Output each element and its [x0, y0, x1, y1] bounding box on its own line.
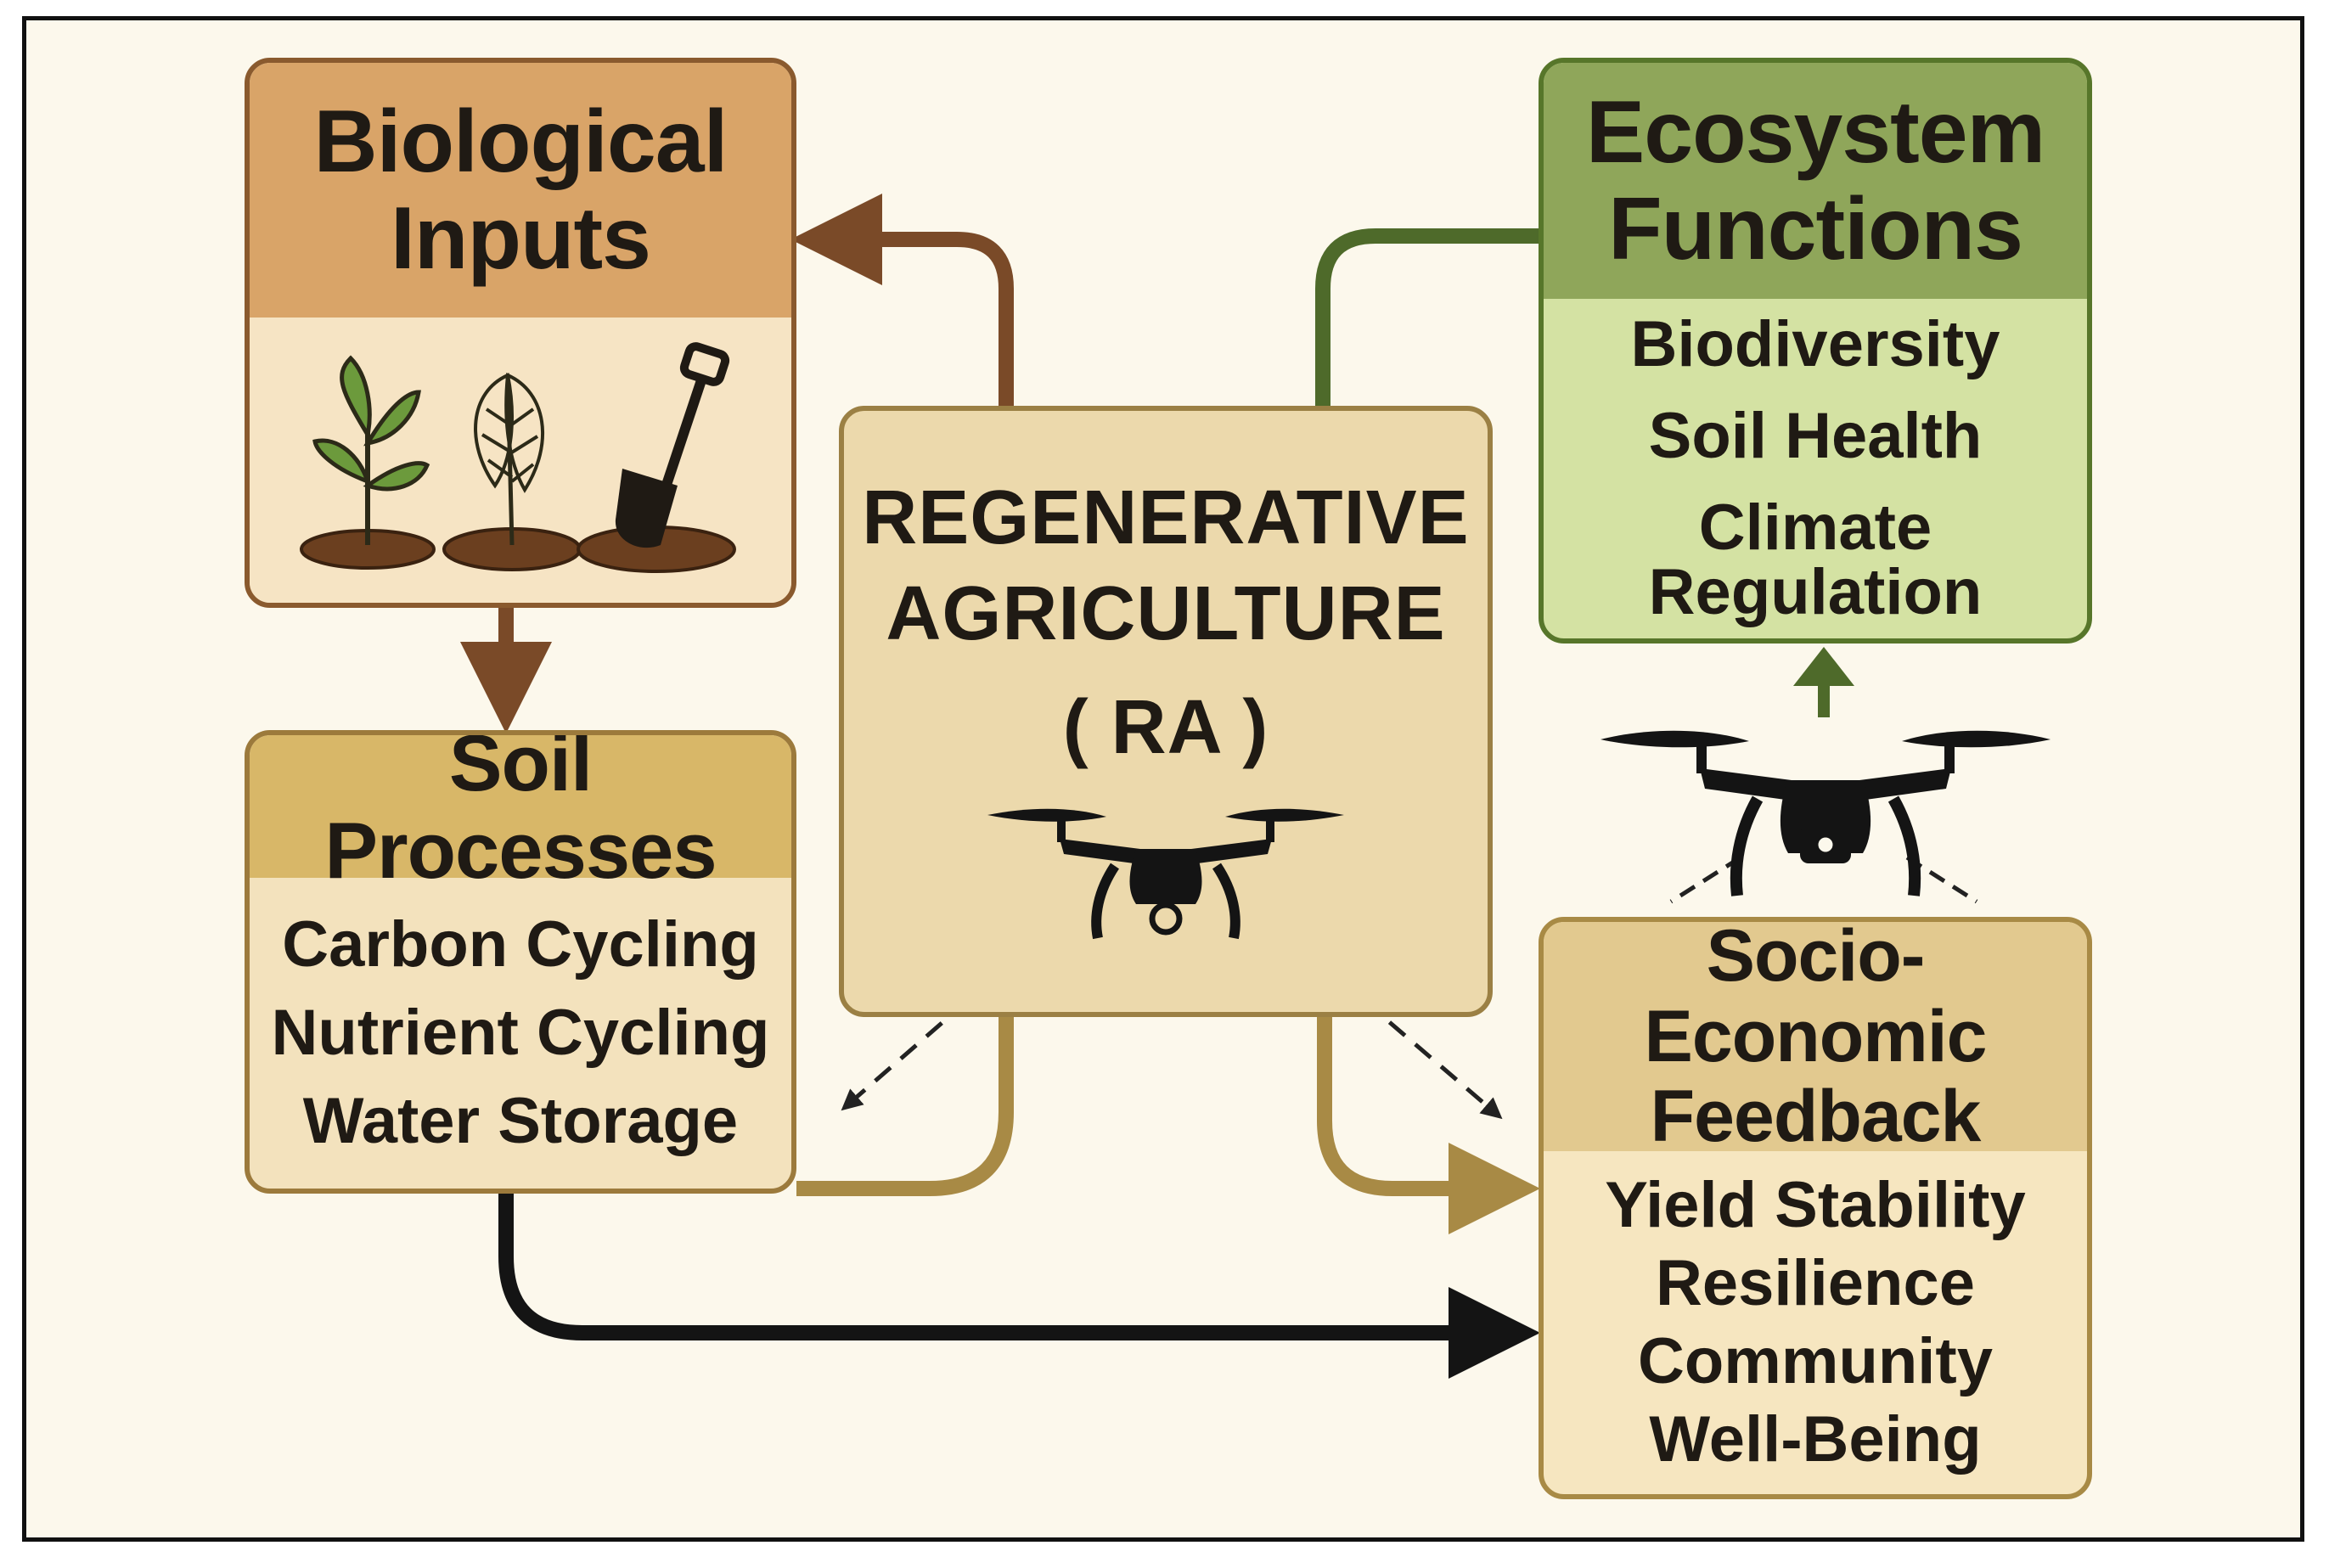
shovel-icon: [577, 342, 736, 573]
socio-economic-title-line2: Feedback: [1650, 1076, 1982, 1158]
arrowhead-drone-to-eco: [1793, 647, 1854, 686]
socio-economic-item: Yield Stability: [1605, 1169, 2026, 1241]
cover-crop-icon: [442, 373, 582, 571]
biological-inputs-icons: [300, 342, 736, 573]
arrow-soil-to-socio: [498, 1194, 1540, 1379]
socio-economic-body: Yield Stability Resilience Community Wel…: [1544, 1151, 2087, 1494]
ecosystem-function-item: Biodiversity: [1630, 308, 2000, 380]
soil-processes-header: Soil Processes: [250, 735, 791, 894]
arrow-ra-to-eco: [1315, 228, 1539, 406]
ra-title-line1: REGENERATIVE: [862, 475, 1470, 560]
soil-processes-body: Carbon Cycling Nutrient Cycling Water St…: [250, 878, 791, 1189]
soil-processes-title: Soil Processes: [324, 730, 717, 895]
regenerative-agriculture-box: REGENERATIVE AGRICULTURE ( RA ): [839, 406, 1493, 1017]
dashed-line-drone-left: [1669, 855, 1742, 904]
biological-inputs-title-line2: Inputs: [391, 189, 651, 288]
ecosystem-functions-box: Ecosystem Functions Biodiversity Soil He…: [1539, 58, 2092, 643]
ecosystem-function-item: Climate Regulation: [1648, 492, 1983, 628]
drone-icon: [1600, 730, 2051, 896]
biological-inputs-header: Biological Inputs: [250, 63, 791, 318]
biological-inputs-body: [250, 318, 791, 603]
ecosystem-functions-title-line2: Functions: [1608, 180, 2023, 278]
soil-process-item: Carbon Cycling: [282, 908, 759, 981]
ra-title-block: REGENERATIVE AGRICULTURE ( RA ): [862, 470, 1469, 776]
socio-economic-feedback-box: Socio-Economic Feedback Yield Stability …: [1539, 917, 2092, 1499]
socio-economic-item: Resilience: [1656, 1247, 1975, 1319]
ecosystem-functions-header: Ecosystem Functions: [1544, 63, 2087, 299]
arrow-ra-to-soil-gold: [796, 1017, 1014, 1196]
biological-inputs-title-line1: Biological: [313, 92, 729, 191]
ecosystem-functions-body: Biodiversity Soil Health Climate Regulat…: [1544, 299, 2087, 638]
soil-process-item: Nutrient Cycling: [271, 997, 770, 1069]
socio-economic-item: Well-Being: [1649, 1403, 1982, 1475]
ra-abbreviation: ( RA ): [1062, 685, 1269, 770]
arrow-ra-to-bio: [790, 194, 1014, 406]
ecosystem-function-item: Soil Health: [1648, 400, 1983, 472]
biological-inputs-box: Biological Inputs: [245, 58, 796, 608]
socio-economic-title-line1: Socio-Economic: [1644, 917, 1988, 1077]
seedling-icon: [300, 355, 436, 570]
soil-process-item: Water Storage: [302, 1085, 739, 1157]
ra-title-line2: AGRICULTURE: [886, 570, 1446, 656]
arrow-ra-to-socio-gold: [1317, 1017, 1540, 1234]
soil-processes-box: Soil Processes Carbon Cycling Nutrient C…: [245, 730, 796, 1194]
socio-economic-item: Community: [1638, 1325, 1993, 1397]
socio-economic-header: Socio-Economic Feedback: [1544, 922, 2087, 1156]
ecosystem-functions-title-line1: Ecosystem: [1585, 82, 2045, 182]
drone-icon: [987, 808, 1344, 939]
